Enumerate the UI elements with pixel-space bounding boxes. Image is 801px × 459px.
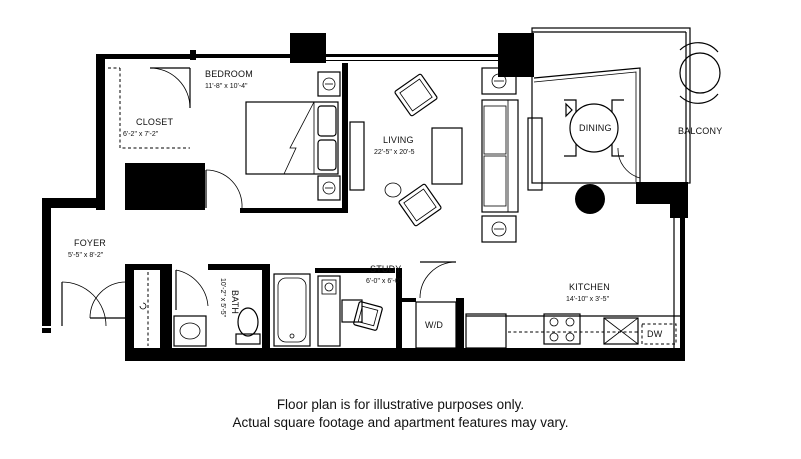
study-label: STUDY (370, 264, 402, 274)
bedroom-dimensions: 11'-8" x 10'-4" (205, 83, 248, 90)
disclaimer-line-1: Floor plan is for illustrative purposes … (276, 397, 525, 412)
bathroom (173, 269, 311, 347)
bath-dimensions: 10'-2" x 5'-5" (219, 278, 226, 318)
living-room (349, 67, 543, 243)
disclaimer-line-2: Actual square footage and apartment feat… (232, 415, 569, 430)
dining-area (564, 99, 641, 179)
kitchen (415, 218, 680, 349)
washer-dryer-label: W/D (425, 320, 443, 330)
bedroom-label: BEDROOM (205, 69, 253, 79)
foyer (61, 272, 149, 346)
closet (108, 67, 191, 149)
dishwasher-label: DW (647, 329, 663, 339)
closet-dimensions: 6'-2" x 7'-2" (123, 131, 159, 138)
balcony-label: BALCONY (678, 126, 722, 136)
room-labels: BEDROOM 11'-8" x 10'-4" CLOSET 6'-2" x 7… (68, 69, 722, 339)
living-dimensions: 22'-5" x 20'-5 (374, 149, 415, 156)
foyer-label: FOYER (74, 238, 106, 248)
kitchen-dimensions: 14'-10" x 3'-5" (566, 296, 610, 303)
bedroom (205, 71, 341, 209)
study (317, 261, 457, 347)
walls (42, 27, 691, 361)
closet-label: CLOSET (136, 117, 174, 127)
kitchen-label: KITCHEN (569, 282, 610, 292)
balcony (679, 42, 721, 104)
living-label: LIVING (383, 135, 414, 145)
foyer-dimensions: 5'-5" x 8'-2" (68, 252, 104, 259)
dining-label: DINING (579, 123, 612, 133)
study-dimensions: 6'-0" x 6'-0" (366, 278, 402, 285)
bath-label: BATH (230, 290, 240, 314)
